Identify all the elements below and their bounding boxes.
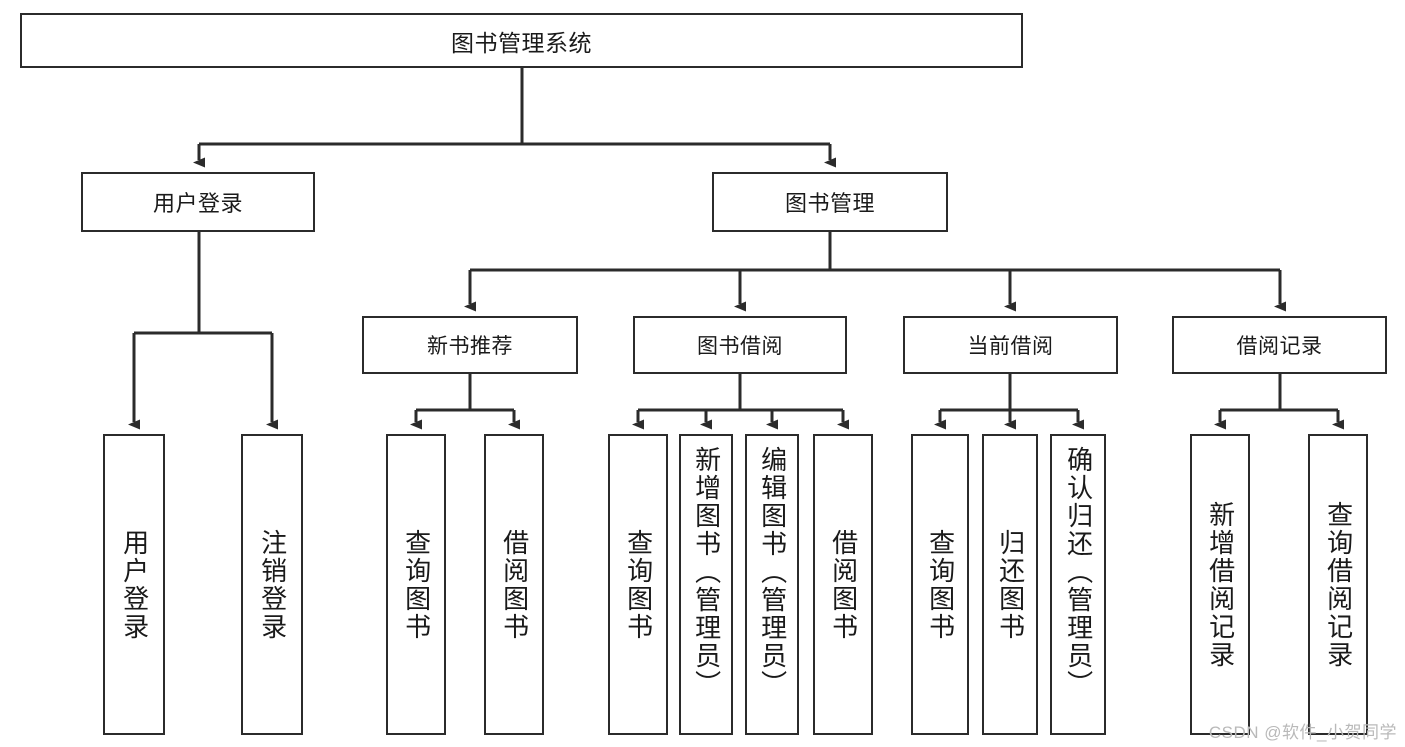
- node-leaf-7[interactable]: 借阅图书: [813, 434, 873, 735]
- node-leaf-0-label: 用户登录: [119, 528, 150, 641]
- node-leaf-6-label: 编辑图书（管理员）: [757, 446, 788, 698]
- node-leaf-2[interactable]: 查询图书: [386, 434, 446, 735]
- node-leaf-9-label: 归还图书: [995, 528, 1026, 641]
- node-leaf-8-label: 查询图书: [925, 528, 956, 641]
- node-leaf-3[interactable]: 借阅图书: [484, 434, 544, 735]
- node-leaf-4-label: 查询图书: [623, 528, 654, 641]
- node-level3-1-label: 图书借阅: [697, 335, 783, 358]
- node-leaf-4[interactable]: 查询图书: [608, 434, 668, 735]
- node-leaf-6[interactable]: 编辑图书（管理员）: [745, 434, 799, 735]
- node-leaf-0[interactable]: 用户登录: [103, 434, 165, 735]
- node-leaf-11-label: 新增借阅记录: [1205, 500, 1236, 669]
- node-leaf-5[interactable]: 新增图书（管理员）: [679, 434, 733, 735]
- node-leaf-12-label: 查询借阅记录: [1323, 500, 1354, 669]
- node-leaf-12[interactable]: 查询借阅记录: [1308, 434, 1368, 735]
- node-leaf-10-label: 确认归还（管理员）: [1063, 446, 1094, 698]
- node-level3-3-label: 借阅记录: [1236, 335, 1323, 358]
- node-level3-1[interactable]: 图书借阅: [633, 316, 847, 374]
- node-leaf-5-label: 新增图书（管理员）: [691, 446, 722, 698]
- node-leaf-1[interactable]: 注销登录: [241, 434, 303, 735]
- node-leaf-8[interactable]: 查询图书: [911, 434, 969, 735]
- node-level3-2-label: 当前借阅: [967, 335, 1054, 358]
- node-level2-0[interactable]: 用户登录: [81, 172, 315, 232]
- node-root-label: 图书管理系统: [451, 29, 592, 56]
- node-leaf-3-label: 借阅图书: [499, 528, 530, 641]
- node-root[interactable]: 图书管理系统: [20, 13, 1023, 68]
- node-leaf-10[interactable]: 确认归还（管理员）: [1050, 434, 1106, 735]
- node-level2-0-label: 用户登录: [152, 191, 243, 216]
- node-level3-0-label: 新书推荐: [427, 335, 513, 358]
- csdn-watermark: CSDN @软件_小贺同学: [1208, 723, 1397, 742]
- node-leaf-7-label: 借阅图书: [828, 528, 859, 641]
- node-level3-2[interactable]: 当前借阅: [903, 316, 1118, 374]
- node-leaf-11[interactable]: 新增借阅记录: [1190, 434, 1250, 735]
- node-level2-1[interactable]: 图书管理: [712, 172, 948, 232]
- node-leaf-2-label: 查询图书: [401, 528, 432, 641]
- node-level3-3[interactable]: 借阅记录: [1172, 316, 1387, 374]
- node-leaf-1-label: 注销登录: [257, 528, 288, 641]
- node-level3-0[interactable]: 新书推荐: [362, 316, 578, 374]
- node-leaf-9[interactable]: 归还图书: [982, 434, 1038, 735]
- node-level2-1-label: 图书管理: [784, 191, 875, 216]
